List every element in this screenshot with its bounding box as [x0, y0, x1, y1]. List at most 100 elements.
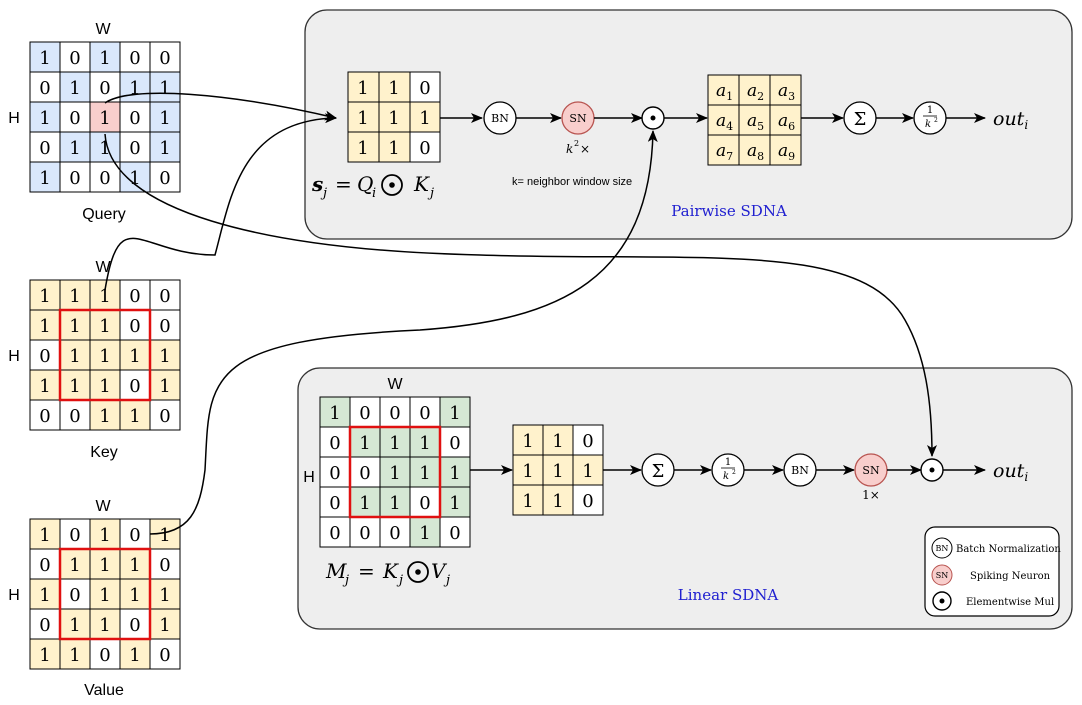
pairwise-sdna-panel	[304, 9, 1073, 240]
m-cell-value: 0	[329, 493, 340, 514]
lin-cell-value: 0	[582, 431, 593, 452]
s-cell	[378, 131, 411, 163]
eq-s-sub: j	[320, 186, 327, 201]
key-cell-value: 1	[129, 346, 140, 367]
query-cell-value: 1	[39, 168, 50, 189]
key-cell-value: 0	[159, 406, 170, 427]
frac-num: 1	[725, 457, 731, 468]
eq-equals: =	[358, 559, 375, 583]
value-cell-value: 1	[39, 525, 50, 546]
value-cell-value: 0	[39, 615, 50, 636]
value-cell	[59, 548, 91, 580]
key-w-label: W	[95, 259, 111, 276]
value-cell-value: 1	[159, 585, 170, 606]
a-cell-label: a8	[747, 141, 764, 163]
a-cell-base: a	[747, 111, 757, 131]
query-cell-value: 1	[129, 168, 140, 189]
legend-sn-icon	[931, 564, 953, 586]
m-cell-value: 1	[359, 493, 370, 514]
key-cell	[149, 369, 181, 401]
linear-bn-label: BN	[791, 464, 809, 477]
s-cell-value: 1	[419, 108, 430, 129]
eq-k: K	[382, 559, 399, 583]
value-cell-value: 1	[129, 585, 140, 606]
eq-elementwise-dot	[415, 569, 421, 575]
query-row: 1 0 1 0 0	[29, 41, 181, 73]
key-cell-value: 0	[69, 406, 80, 427]
key-cell-value: 1	[39, 286, 50, 307]
key-cell-value: 0	[39, 346, 50, 367]
query-cell	[89, 71, 121, 103]
key-window-highlight	[58, 308, 152, 402]
legend-sn-text: Spiking Neuron	[970, 571, 1051, 582]
window-size-note: k= neighbor window size	[512, 176, 632, 188]
key-label: Key	[90, 444, 118, 461]
m-cell	[439, 516, 471, 548]
pairwise-out-label: outi	[993, 108, 1028, 132]
query-cell-value: 1	[159, 78, 170, 99]
pairwise-title: Pairwise SDNA	[671, 202, 787, 220]
value-row: 1 0 1 1 1	[29, 578, 181, 610]
m-cell	[349, 396, 381, 428]
a-cell-base: a	[747, 141, 757, 161]
m-cell-value: 0	[359, 523, 370, 544]
a-cell-label: a3	[778, 81, 795, 103]
s-cell-value: 1	[388, 78, 399, 99]
query-cell	[89, 161, 121, 193]
frac-exp: 2	[732, 469, 736, 476]
query-row: 0 1 0 1 1	[29, 71, 181, 103]
key-cell-value: 0	[39, 406, 50, 427]
linear-title: Linear SDNA	[678, 586, 779, 604]
value-cell-value: 1	[129, 645, 140, 666]
a-cell	[738, 134, 771, 166]
m-cell	[319, 456, 351, 488]
key-row: 1 1 1 0 0	[29, 279, 181, 311]
a-cell-base: a	[716, 141, 726, 161]
key-cell-value: 0	[129, 286, 140, 307]
a-cell-sub: 1	[726, 90, 733, 103]
key-cell-value: 1	[99, 286, 110, 307]
query-matrix: 1 0 1 0 0 0 1 0 1 1	[8, 21, 181, 223]
key-to-s-arrow	[104, 113, 337, 291]
key-cell-value: 1	[129, 406, 140, 427]
legend-bn-icon	[931, 537, 953, 559]
legend-bn-symbol: BN	[936, 544, 949, 553]
s-cell	[409, 71, 441, 103]
a-cell-sub: 7	[726, 150, 733, 163]
m-cell-value: 1	[359, 433, 370, 454]
eq-m-sub: j	[342, 573, 349, 588]
m-cell-value: 0	[329, 433, 340, 454]
query-cell	[59, 101, 91, 133]
value-cell-value: 1	[99, 555, 110, 576]
m-cell	[409, 486, 441, 518]
out-sub: i	[1024, 470, 1028, 484]
s-cell-value: 1	[357, 108, 368, 129]
query-cell-value: 1	[99, 48, 110, 69]
query-cell-value: 0	[39, 78, 50, 99]
key-cell-value: 1	[39, 376, 50, 397]
m-cell	[319, 516, 351, 548]
pairwise-s-matrix: 1 1 0 1 1 1 1 1 0	[347, 71, 441, 163]
query-cell-value: 0	[69, 48, 80, 69]
query-row: 1 0 0 1 0	[29, 161, 181, 193]
value-cell	[89, 638, 121, 670]
a-cell	[769, 104, 802, 136]
eq-k: K	[413, 172, 430, 196]
m-cell-value: 1	[449, 463, 460, 484]
legend-box	[924, 526, 1060, 617]
value-cell-value: 0	[129, 615, 140, 636]
key-cell	[119, 339, 151, 371]
value-cell	[149, 638, 181, 670]
value-cell	[29, 548, 61, 580]
m-cell-value: 0	[419, 403, 430, 424]
a-cell-base: a	[778, 81, 788, 101]
key-cell-value: 1	[159, 376, 170, 397]
a-cell	[769, 134, 802, 166]
m-cell-value: 0	[329, 463, 340, 484]
query-cell	[29, 71, 61, 103]
value-cell-value: 0	[99, 645, 110, 666]
query-cell	[149, 161, 181, 193]
m-cell-value: 0	[389, 403, 400, 424]
a-cell-base: a	[716, 111, 726, 131]
a-cell-sub: 2	[757, 90, 764, 103]
